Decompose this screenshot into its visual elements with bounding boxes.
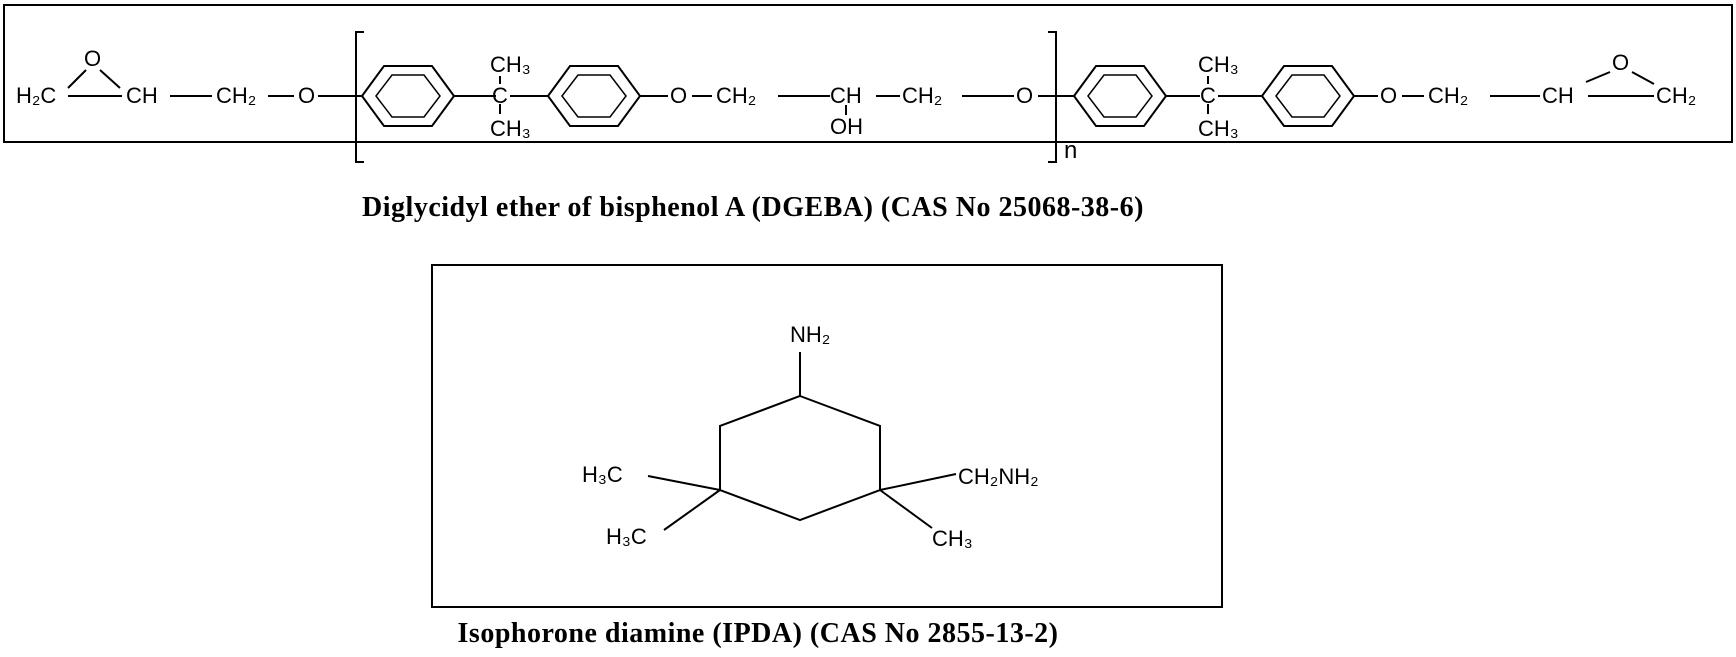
repeat-bracket-left bbox=[355, 31, 364, 163]
ipda-caption: Isophorone diamine (IPDA) (CAS No 2855-1… bbox=[457, 618, 1059, 649]
dgeba-ch2-left: CH₂ bbox=[216, 83, 256, 108]
dgeba-epoxide-o-right: O bbox=[1612, 50, 1629, 75]
dgeba-structure: H₂C O CH CH₂ O CH₃ C CH₃ O CH₂ CH OH bbox=[16, 31, 1696, 164]
dgeba-o-right: O bbox=[1380, 83, 1397, 108]
cyclohexane-ring bbox=[719, 394, 881, 522]
dgeba-ch3-top-2: CH₃ bbox=[1198, 52, 1239, 77]
repeat-n: n bbox=[1064, 137, 1077, 164]
dgeba-ch-left: CH bbox=[126, 83, 158, 108]
ipda-frame bbox=[431, 264, 1223, 608]
dgeba-c-2: C bbox=[1200, 83, 1216, 108]
dgeba-ch3-bottom-1: CH₃ bbox=[490, 116, 531, 141]
dgeba-o-mid-1: O bbox=[670, 83, 687, 108]
dgeba-ch2-mid-2: CH₂ bbox=[902, 83, 942, 108]
dgeba-oh: OH bbox=[830, 114, 863, 139]
dgeba-c-1: C bbox=[492, 83, 508, 108]
ipda-h3c-upper: H₃C bbox=[582, 462, 623, 487]
dgeba-o-left: O bbox=[298, 83, 315, 108]
dgeba-ch2-epoxide-right: CH₂ bbox=[1656, 83, 1696, 108]
dgeba-ch2-right: CH₂ bbox=[1428, 83, 1468, 108]
dgeba-ch3-top-1: CH₃ bbox=[490, 52, 531, 77]
dgeba-ch2-mid-1: CH₂ bbox=[716, 83, 756, 108]
ipda-ch3: CH₃ bbox=[932, 526, 973, 551]
dgeba-ch-mid: CH bbox=[830, 83, 862, 108]
dgeba-h2c-left: H₂C bbox=[16, 83, 56, 108]
ipda-ch2nh2: CH₂NH₂ bbox=[958, 464, 1039, 489]
dgeba-frame bbox=[3, 4, 1733, 143]
dgeba-caption: Diglycidyl ether of bisphenol A (DGEBA) … bbox=[362, 192, 1144, 223]
ipda-nh2: NH₂ bbox=[790, 322, 830, 347]
ipda-h3c-lower: H₃C bbox=[606, 524, 647, 549]
ipda-structure: NH₂ H₃C H₃C CH₂NH₂ CH₃ bbox=[582, 322, 1039, 551]
dgeba-ch3-bottom-2: CH₃ bbox=[1198, 116, 1239, 141]
dgeba-o-mid-2: O bbox=[1016, 83, 1033, 108]
dgeba-ch-right: CH bbox=[1542, 83, 1574, 108]
dgeba-epoxide-o-left: O bbox=[84, 46, 101, 71]
